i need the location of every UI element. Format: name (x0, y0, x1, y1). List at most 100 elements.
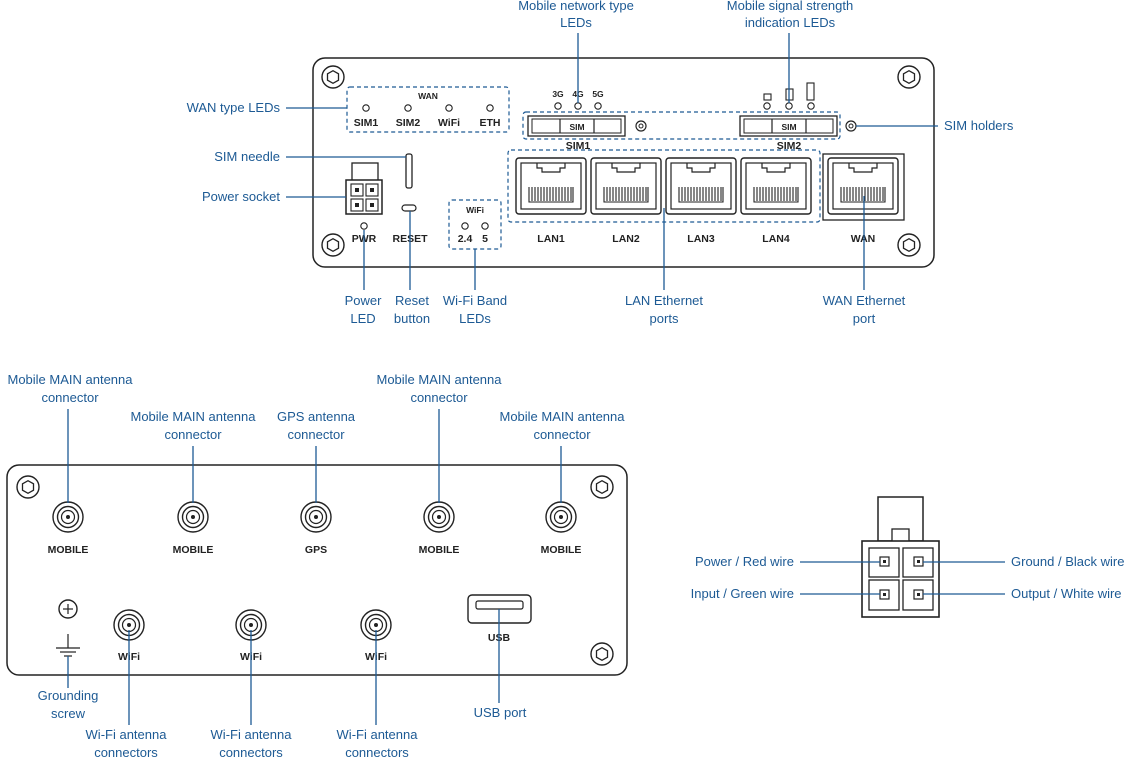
signal-led (785, 102, 793, 110)
callout-signal-strength-2: indication LEDs (745, 15, 836, 30)
callout-network-type-leds-1: Mobile network type (518, 0, 634, 13)
sim-slot-label: SIM (781, 122, 796, 132)
callout-mobile-main-4a: Mobile MAIN antenna (499, 409, 625, 424)
callout-gps-2: connector (287, 427, 345, 442)
callout-grounding-2: screw (51, 706, 86, 721)
callout-wifi-3a: Wi-Fi antenna (337, 727, 419, 742)
ethernet-port-icon (740, 157, 812, 215)
callout-mobile-main-1b: connector (41, 390, 99, 405)
ground-symbol-icon (56, 634, 80, 657)
sim-needle (405, 153, 413, 189)
callout-wan-type-leds: WAN type LEDs (187, 100, 281, 115)
callout-mobile-main-2a: Mobile MAIN antenna (130, 409, 256, 424)
ethernet-port-icon (515, 157, 587, 215)
callout-input-green: Input / Green wire (691, 586, 794, 601)
callout-mobile-main-3b: connector (410, 390, 468, 405)
power-connector-plug (861, 496, 940, 618)
callout-wan-port-2: port (853, 311, 876, 326)
connector-label: MOBILE (173, 544, 214, 556)
signal-bar-icon (763, 93, 772, 101)
callout-usb-port: USB port (474, 705, 527, 720)
power-led (360, 222, 368, 230)
callout-mobile-main-1a: Mobile MAIN antenna (7, 372, 133, 387)
callout-mobile-main-4b: connector (533, 427, 591, 442)
callout-sim-needle: SIM needle (214, 149, 280, 164)
callout-sim-holders: SIM holders (944, 118, 1014, 133)
power-socket (345, 162, 383, 215)
callout-mobile-main-3a: Mobile MAIN antenna (376, 372, 502, 387)
callout-power-led-2: LED (350, 311, 375, 326)
led-label-3g: 3G (552, 89, 564, 99)
ethernet-port-icon (590, 157, 662, 215)
callout-mobile-main-2b: connector (164, 427, 222, 442)
led-label-5g: 5G (592, 89, 604, 99)
callout-gps-1: GPS antenna (277, 409, 356, 424)
connector-label: GPS (305, 544, 327, 556)
sma-connector-icon (545, 501, 577, 533)
callout-lan-ports-2: ports (650, 311, 679, 326)
callout-lan-ports-1: LAN Ethernet (625, 293, 703, 308)
callout-wan-port-1: WAN Ethernet (823, 293, 906, 308)
wan-leds-outline (346, 86, 510, 133)
callout-power-red: Power / Red wire (695, 554, 794, 569)
callout-wifi-2b: connectors (219, 745, 283, 758)
callout-power-socket: Power socket (202, 189, 280, 204)
sim1-holder: SIM (527, 115, 626, 137)
led-label-eth: ETH (480, 117, 501, 129)
led-wifi-5 (481, 222, 489, 230)
sim2-holder: SIM (739, 115, 838, 137)
front-panel: WAN SIM1 SIM2 WiFi ETH 3G 4G 5G (312, 57, 935, 268)
led-wifi-24 (461, 222, 469, 230)
screw-icon (16, 475, 40, 499)
led-sim1 (362, 104, 370, 112)
sma-connector-icon (52, 501, 84, 533)
sim-holders-outline (522, 111, 841, 140)
band-label-24: 2.4 (458, 233, 473, 245)
back-leader-lines (67, 409, 562, 725)
connector-label: MOBILE (419, 544, 460, 556)
callout-wifi-1a: Wi-Fi antenna (86, 727, 168, 742)
led-5g (594, 102, 602, 110)
power-connector-leader-lines (800, 561, 1005, 595)
callout-power-led-1: Power (345, 293, 383, 308)
port-label-wan: WAN (851, 233, 876, 245)
port-label-lan4: LAN4 (762, 233, 790, 245)
sim-slot-label: SIM (569, 122, 584, 132)
connector-label: MOBILE (48, 544, 89, 556)
port-label-lan3: LAN3 (687, 233, 715, 245)
wifi-band-title: WiFi (466, 205, 484, 215)
wan-leds-title: WAN (418, 91, 438, 101)
sma-connector-icon (423, 501, 455, 533)
led-3g (554, 102, 562, 110)
callout-grounding-1: Grounding (38, 688, 99, 703)
signal-led (763, 102, 771, 110)
callout-output-white: Output / White wire (1011, 586, 1122, 601)
callout-reset-2: button (394, 311, 430, 326)
callout-network-type-leds-2: LEDs (560, 15, 592, 30)
back-panel: MOBILE MOBILE GPS MOBILE MOBILE WiFi WiF… (6, 464, 628, 676)
led-label-sim2: SIM2 (396, 117, 421, 129)
callout-wifi-2a: Wi-Fi antenna (211, 727, 293, 742)
ethernet-port-icon (827, 157, 899, 215)
led-label-sim1: SIM1 (354, 117, 379, 129)
screw-icon (590, 475, 614, 499)
signal-bar-icon (806, 82, 815, 101)
grounding-screw (58, 599, 78, 619)
sma-connector-icon (177, 501, 209, 533)
screw-icon (897, 233, 921, 257)
reset-button (401, 204, 417, 212)
led-label-wifi: WiFi (438, 117, 460, 129)
screw-icon (897, 65, 921, 89)
signal-led (807, 102, 815, 110)
port-label-lan2: LAN2 (612, 233, 640, 245)
port-label-lan1: LAN1 (537, 233, 565, 245)
band-label-5: 5 (482, 233, 488, 245)
callout-wifi-band-1: Wi-Fi Band (443, 293, 507, 308)
callout-wifi-1b: connectors (94, 745, 158, 758)
callout-wifi-band-2: LEDs (459, 311, 491, 326)
front-leader-lines (286, 33, 938, 290)
ethernet-port-icon (665, 157, 737, 215)
led-wifi (445, 104, 453, 112)
callout-reset-1: Reset (395, 293, 429, 308)
